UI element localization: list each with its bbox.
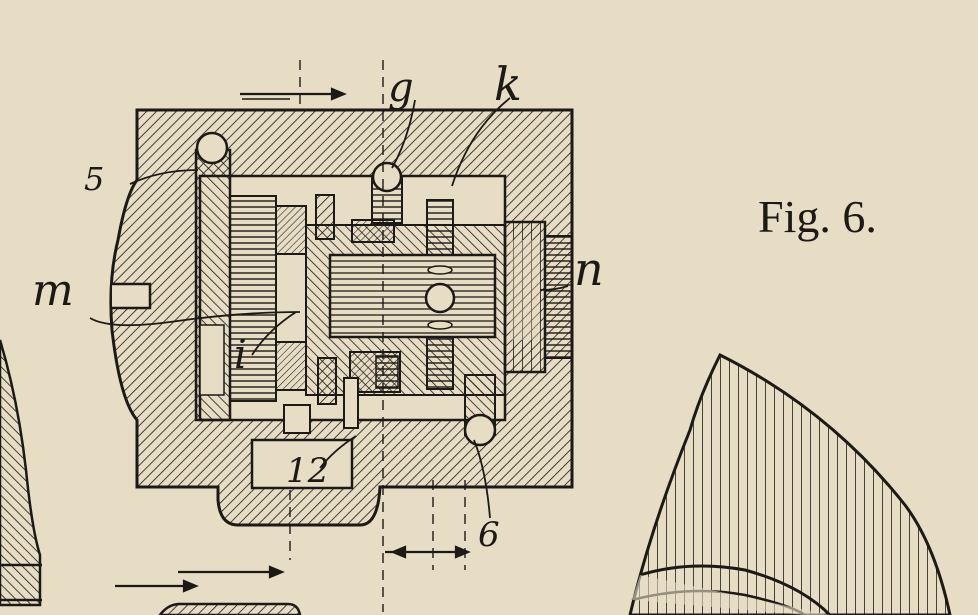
figure-caption: Fig. 6. [758,191,877,242]
flow-arrows [115,87,471,593]
label-k: k [494,57,522,111]
label-g: g [388,65,414,111]
label-i: i [234,332,247,378]
centre-lines [289,60,466,612]
left-partial-figure [0,339,42,607]
label-5: 5 [84,160,104,198]
right-partial-figure [628,352,952,615]
housing-section [109,108,574,527]
bottom-partial-figure [158,602,302,615]
leader-lines [89,97,569,519]
label-6: 6 [478,515,500,555]
figure-labels: 5 g k m n i 12 6 [32,57,604,555]
label-12: 12 [286,451,329,491]
label-n: n [574,242,604,296]
label-m: m [32,265,74,316]
